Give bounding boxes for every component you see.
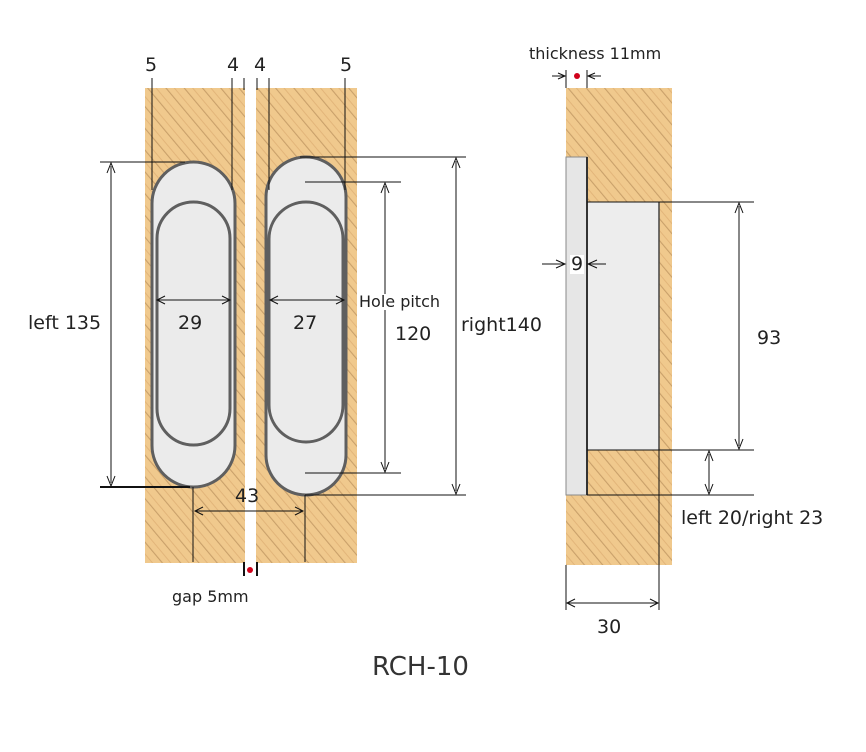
- gap-label: gap 5mm: [172, 587, 249, 606]
- side-mortise: [587, 202, 659, 450]
- gap-marker: [247, 567, 253, 573]
- side-plate: [566, 157, 587, 495]
- side-dimension-lines: [542, 70, 754, 610]
- bottom-offset-label: left 20/right 23: [681, 507, 824, 529]
- right-length-label: right140: [461, 314, 542, 336]
- right-hinge-inner: [267, 200, 345, 444]
- left-length-label: left 135: [28, 312, 102, 334]
- left-width-label: 29: [178, 312, 203, 334]
- left-hinge-inner: [155, 200, 232, 447]
- hole-pitch-label: Hole pitch: [358, 292, 442, 311]
- hole-pitch-value: 120: [395, 323, 432, 345]
- plate-offset-label: 9: [570, 253, 585, 275]
- model-name: RCH-10: [372, 652, 469, 682]
- top-left-inner-label: 4: [227, 54, 240, 76]
- top-right-inner-label: 4: [254, 54, 267, 76]
- front-dimension-lines: [100, 78, 466, 562]
- top-right-edge-label: 5: [340, 54, 353, 76]
- body-height-label: 93: [757, 327, 782, 349]
- center-distance-label: 43: [235, 485, 260, 507]
- thickness-label: thickness 11mm: [529, 44, 662, 63]
- right-width-label: 27: [293, 312, 318, 334]
- top-left-edge-label: 5: [145, 54, 158, 76]
- thickness-marker: [574, 73, 580, 79]
- depth-label: 30: [597, 616, 622, 638]
